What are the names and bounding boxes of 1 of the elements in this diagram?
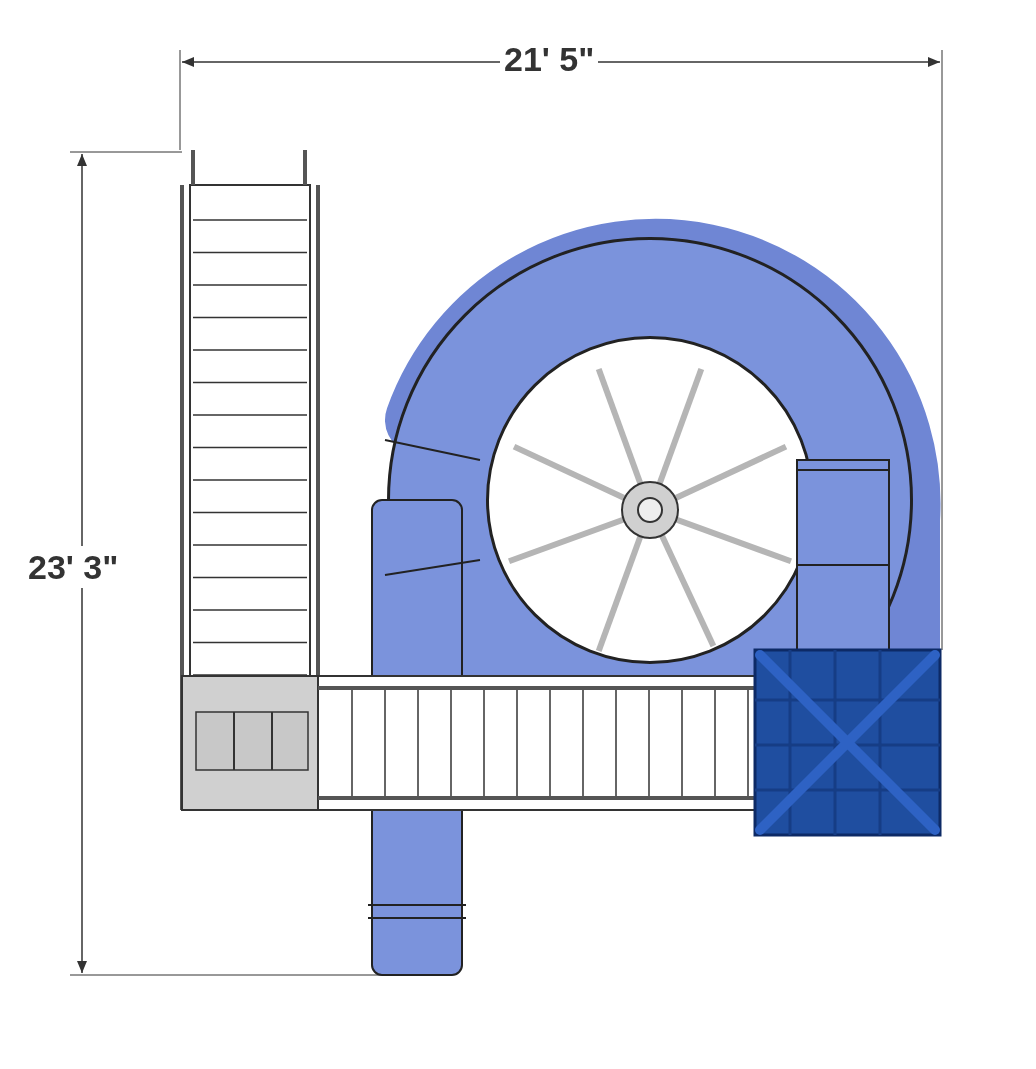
- dimension-label: 23' 3": [28, 546, 119, 588]
